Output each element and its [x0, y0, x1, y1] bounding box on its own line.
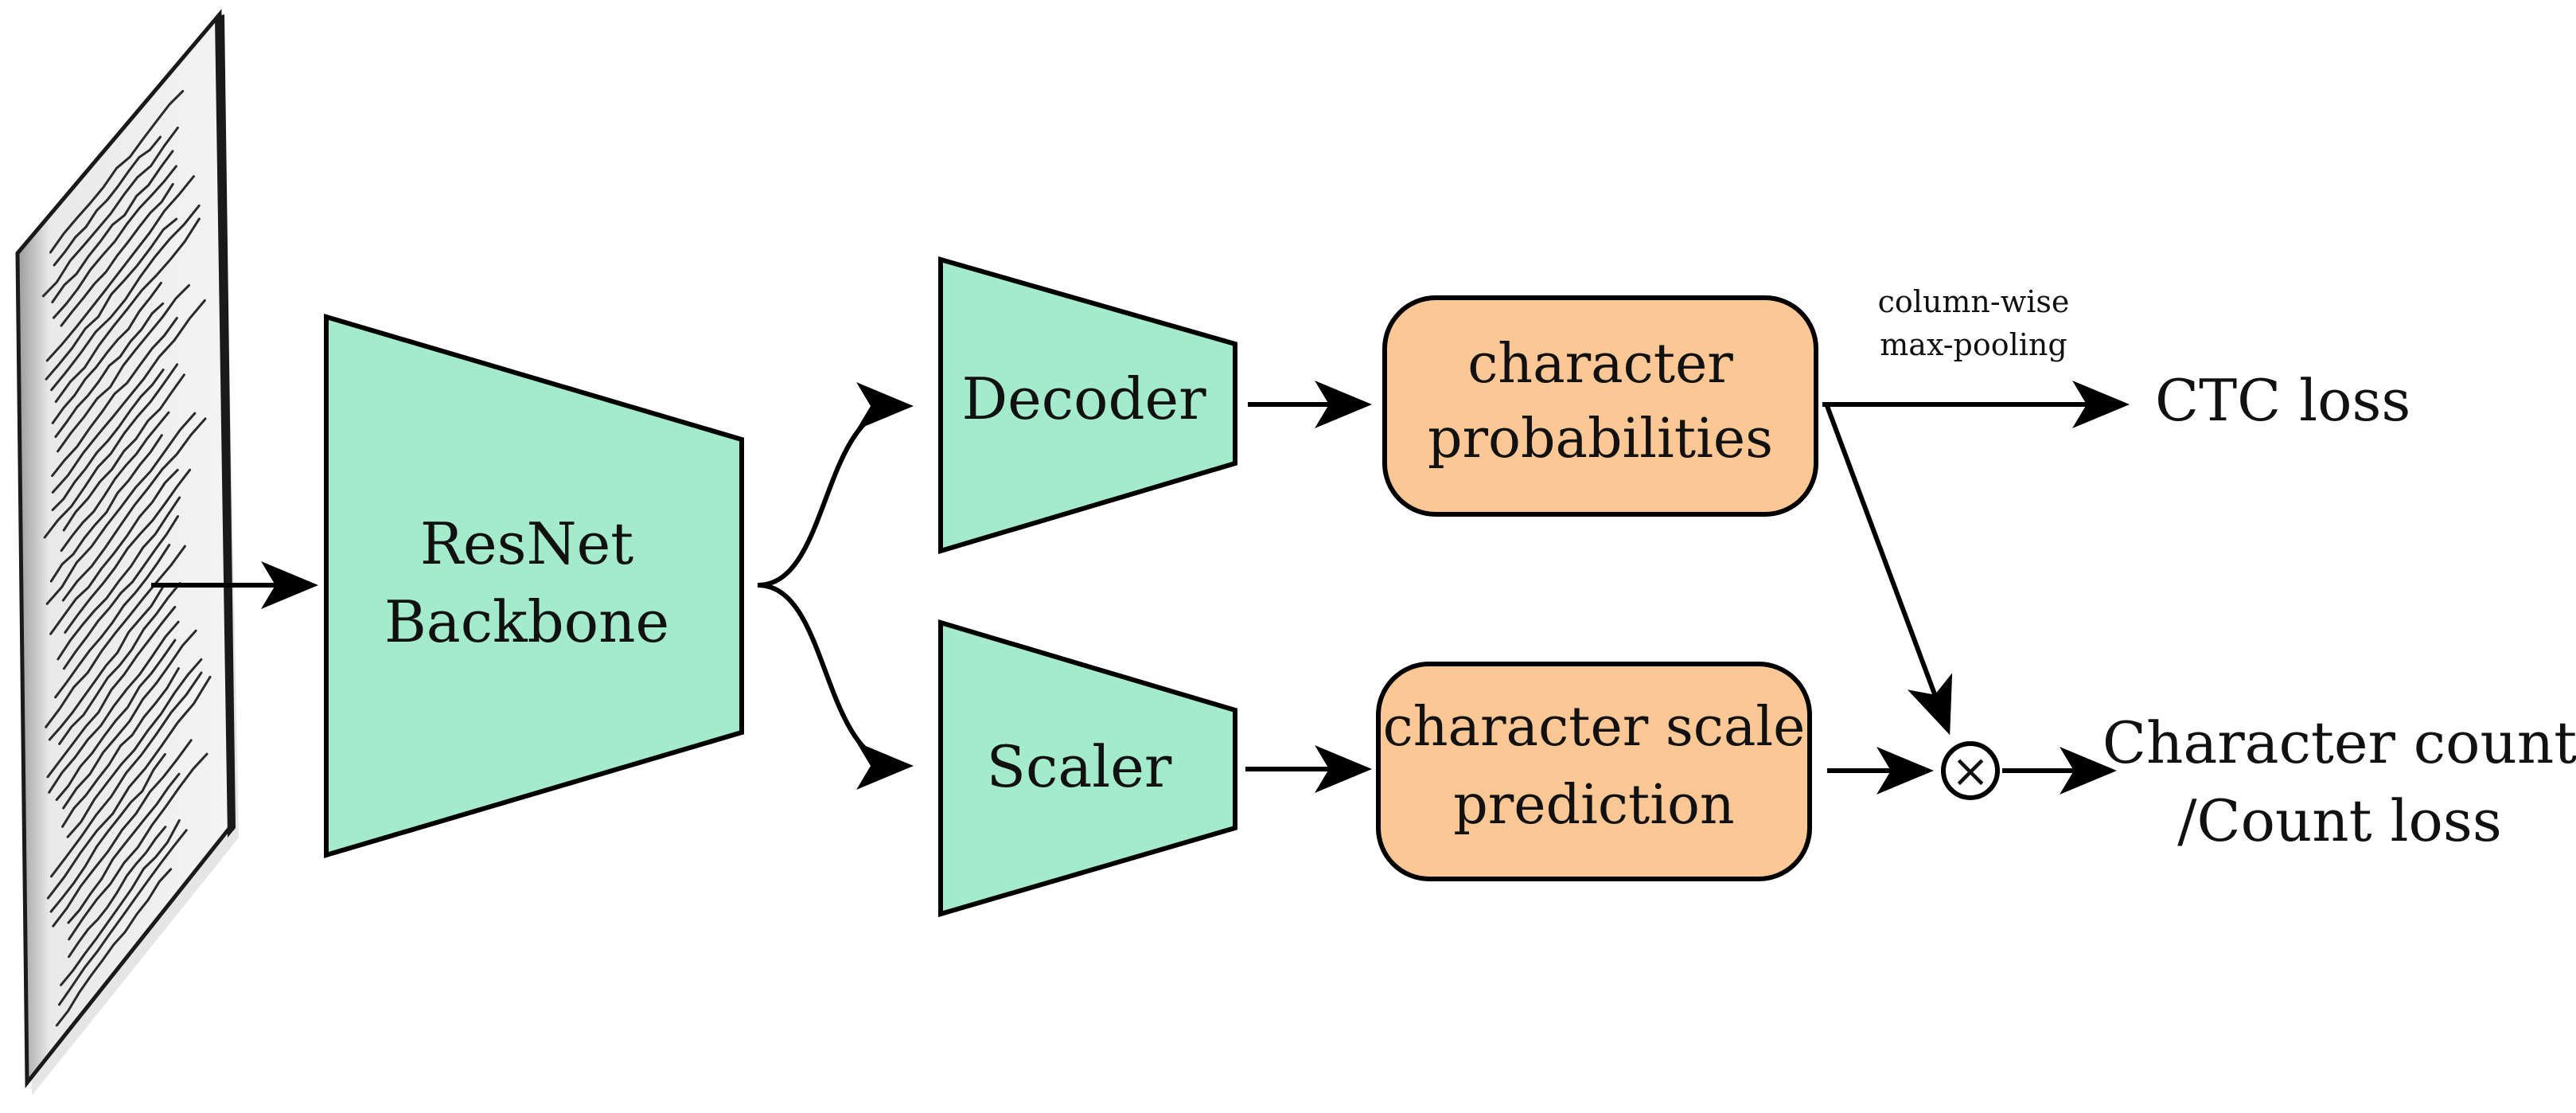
handwriting-stroke [49, 468, 179, 635]
handwriting-stroke [49, 90, 185, 254]
handwriting-stroke [58, 582, 181, 745]
handwriting-stroke [54, 302, 165, 439]
handwriting-stroke [57, 829, 188, 1006]
handwriting-stroke [61, 417, 207, 602]
char-prob-label-line2: probabilities [1428, 408, 1773, 471]
character-scale-prediction-box: character scale prediction [1376, 662, 1812, 881]
handwriting-stroke [46, 675, 212, 900]
character-probabilities-box: character probabilities [1382, 295, 1818, 517]
handwriting-stroke [67, 772, 181, 924]
handwriting-stroke [62, 373, 185, 532]
handwriting-stroke [62, 515, 179, 670]
handwriting-stroke [41, 127, 179, 298]
handwriting-stroke [66, 658, 203, 838]
handwriting-stroke [48, 620, 180, 794]
input-document-icon [15, 9, 239, 1095]
pooling-label-line1: column-wise [1878, 284, 2070, 319]
handwriting-stroke [51, 369, 165, 511]
handwriting-stroke [45, 412, 197, 605]
handwriting-stroke [54, 217, 201, 403]
edge-char-prob-to-multiply [1825, 404, 1953, 736]
scaler-label: Scaler [987, 733, 1172, 800]
handwriting-stroke [54, 544, 171, 699]
handwriting-stroke [57, 496, 181, 661]
scaler-block: Scaler [938, 619, 1237, 918]
backbone-label-line1: ResNet [420, 510, 633, 577]
char-prob-shape [1382, 295, 1818, 517]
decoder-label: Decoder [961, 365, 1206, 432]
char-scale-shape [1376, 662, 1812, 881]
handwriting-stroke [61, 667, 180, 828]
handwriting-stroke [51, 281, 162, 424]
handwriting-stroke [53, 165, 177, 319]
handwriting-stroke [49, 752, 166, 913]
handwriting-stroke [50, 204, 201, 392]
backbone-shape [324, 313, 744, 859]
count-label-line1: Character count [2102, 709, 2576, 776]
handwriting-stroke [49, 434, 163, 583]
handwriting-stroke [68, 752, 208, 941]
multiply-symbol: × [1951, 744, 1990, 798]
multiply-node: × [1941, 741, 2000, 800]
char-scale-label-line2: prediction [1453, 774, 1734, 837]
handwriting-stroke [57, 283, 190, 453]
edge-backbone-to-scaler [757, 583, 914, 790]
handwriting-stroke [64, 468, 192, 634]
handwriting-stroke [51, 317, 178, 478]
handwriting-stroke [51, 299, 206, 494]
handwriting-stroke [52, 739, 193, 928]
handwriting-stroke [48, 586, 164, 741]
ctc-loss-label: CTC loss [2155, 367, 2410, 434]
pooling-label-line2: max-pooling [1880, 327, 2067, 362]
handwriting-stroke [46, 606, 177, 779]
char-prob-label-line1: character [1467, 333, 1733, 396]
handwriting-stroke [62, 629, 197, 810]
scaler-shape [938, 619, 1237, 918]
handwriting-stroke [68, 826, 167, 959]
handwriting-stroke [45, 175, 195, 362]
handwriting-stroke [53, 135, 162, 267]
char-scale-label-line1: character scale [1383, 696, 1806, 759]
handwriting-stroke [60, 182, 174, 327]
edge-backbone-to-decoder [757, 382, 914, 588]
resnet-backbone-block: ResNet Backbone [324, 313, 744, 859]
handwriting-stroke [55, 868, 173, 1027]
handwriting-stroke [60, 411, 170, 553]
handwriting-stroke [45, 545, 186, 728]
backbone-label-line2: Backbone [384, 588, 669, 655]
multiply-circle [1941, 741, 2000, 800]
handwriting-stroke [45, 217, 178, 381]
handwriting-lines-icon [41, 90, 212, 1027]
count-label-line2: /Count loss [2177, 787, 2502, 854]
handwriting-stroke [60, 819, 181, 986]
decoder-block: Decoder [938, 256, 1237, 555]
handwriting-stroke [55, 639, 177, 801]
handwriting-stroke [51, 150, 174, 303]
decoder-shape [938, 256, 1237, 555]
handwriting-stroke [43, 363, 179, 539]
handwriting-stroke [50, 671, 203, 878]
